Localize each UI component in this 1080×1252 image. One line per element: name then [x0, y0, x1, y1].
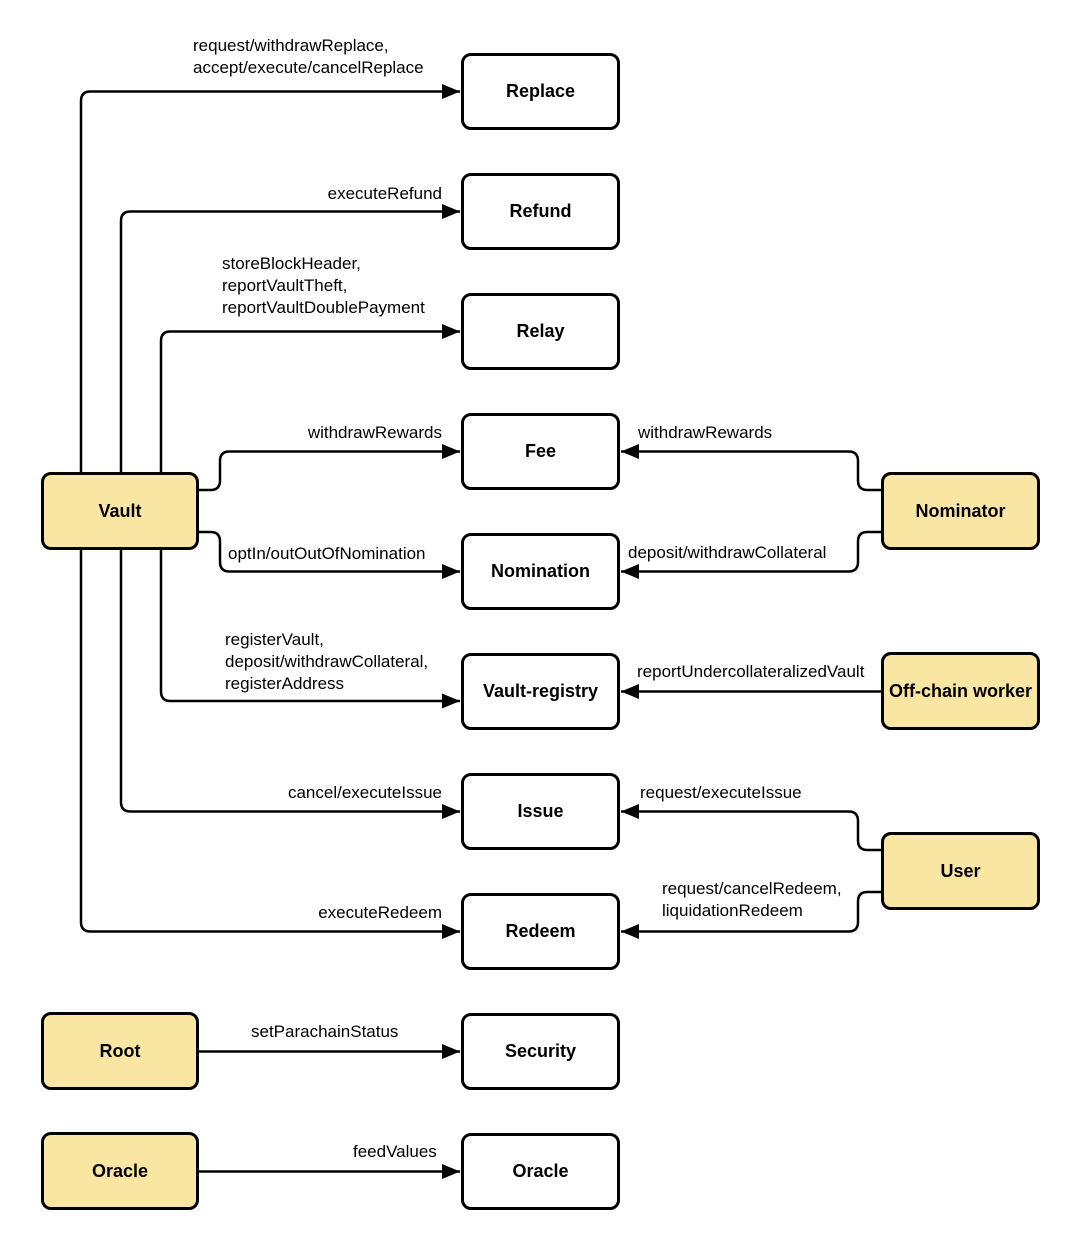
node-refund: Refund — [461, 173, 620, 250]
edge-label-user-issue: request/executeIssue — [640, 783, 802, 802]
node-label: Fee — [524, 441, 557, 461]
node-user: User — [881, 832, 1040, 910]
edge-label-oracle-oracle: feedValues — [353, 1142, 437, 1161]
node-label: Root — [99, 1040, 141, 1061]
node-offchain-worker: Off-chain worker — [881, 652, 1040, 730]
node-label: Oracle — [91, 1160, 149, 1181]
node-label: Off-chain worker — [888, 680, 1033, 701]
edge-label-vault-vault-registry: registerVault, deposit/withdrawCollatera… — [225, 630, 429, 693]
edge-vault-fee — [199, 444, 460, 492]
node-nomination: Nomination — [461, 533, 620, 610]
edge-user-redeem — [621, 890, 881, 939]
edge-label-nominator-fee: withdrawRewards — [638, 423, 773, 442]
edge-vault-issue — [119, 550, 460, 819]
node-label: Vault — [98, 500, 142, 521]
edge-label-vault-issue: cancel/executeIssue — [287, 783, 442, 802]
edge-label-vault-refund: executeRefund — [327, 184, 442, 203]
node-label: Relay — [516, 321, 565, 341]
edge-label-nominator-nomination: deposit/withdrawCollateral — [628, 543, 827, 562]
node-label: Vault-registry — [482, 681, 599, 701]
node-security: Security — [461, 1013, 620, 1090]
edge-nominator-nomination — [621, 530, 881, 579]
edge-label-offchain-worker-vault-registry: reportUndercollateralizedVault — [637, 662, 865, 681]
node-oracle-module: Oracle — [461, 1133, 620, 1210]
edge-vault-relay — [159, 324, 460, 472]
node-label: Nominator — [915, 500, 1006, 521]
edge-label-vault-nomination: optIn/outOutOfNomination — [228, 544, 426, 563]
node-root: Root — [41, 1012, 199, 1090]
edge-label-vault-replace: request/withdrawReplace, accept/execute/… — [193, 36, 424, 77]
node-label: Nomination — [491, 561, 590, 581]
node-label: Refund — [509, 201, 572, 221]
node-oracle-source: Oracle — [41, 1132, 199, 1210]
node-redeem: Redeem — [461, 893, 620, 970]
edge-vault-redeem — [79, 550, 460, 939]
node-label: Issue — [517, 801, 564, 821]
node-nominator: Nominator — [881, 472, 1040, 550]
edge-label-vault-fee: withdrawRewards — [307, 423, 442, 442]
node-label: Replace — [505, 81, 576, 101]
node-vault: Vault — [41, 472, 199, 550]
edge-nominator-fee — [621, 444, 881, 492]
node-label: Security — [504, 1041, 577, 1061]
node-replace: Replace — [461, 53, 620, 130]
edge-user-issue — [621, 804, 881, 852]
edge-vault-nomination — [199, 530, 460, 579]
node-vault-registry: Vault-registry — [461, 653, 620, 730]
node-label: Redeem — [505, 921, 576, 941]
edge-vault-vault-registry — [159, 550, 460, 709]
node-relay: Relay — [461, 293, 620, 370]
node-label: User — [940, 860, 981, 881]
node-fee: Fee — [461, 413, 620, 490]
edge-vault-replace — [79, 84, 460, 472]
edge-vault-refund — [119, 204, 460, 472]
node-issue: Issue — [461, 773, 620, 850]
edge-label-vault-redeem: executeRedeem — [318, 903, 442, 922]
edge-label-user-redeem: request/cancelRedeem, liquidationRedeem — [662, 879, 842, 920]
edge-label-root-security: setParachainStatus — [251, 1022, 399, 1041]
edge-label-vault-relay: storeBlockHeader, reportVaultTheft, repo… — [222, 254, 425, 317]
node-label: Oracle — [512, 1161, 569, 1181]
